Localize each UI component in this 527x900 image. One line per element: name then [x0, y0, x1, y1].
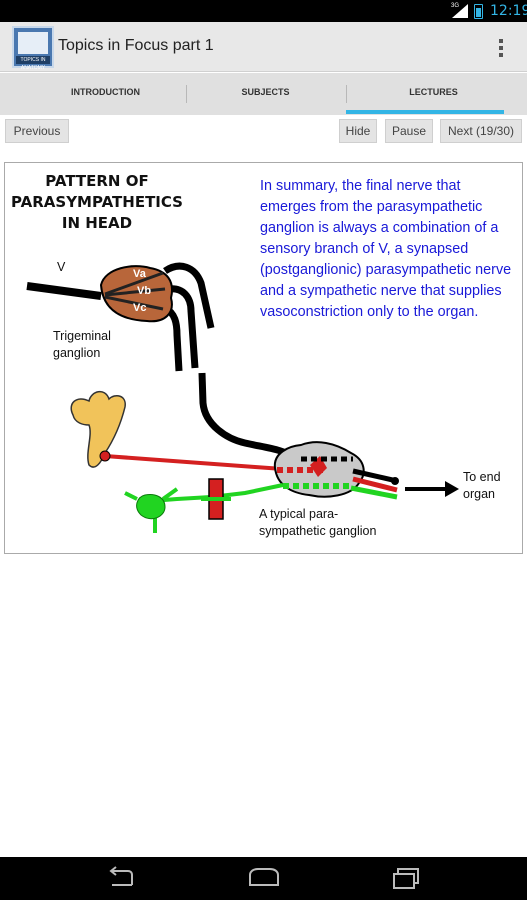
network-type: 3G	[451, 3, 460, 9]
label-va: Va	[133, 268, 146, 280]
label-end-organ: To end organ	[463, 470, 501, 501]
overflow-menu-icon[interactable]	[494, 37, 508, 59]
label-trigeminal-ganglion: Trigeminal ganglion	[53, 329, 111, 360]
tab-divider	[186, 85, 187, 103]
summary-text: In summary, the final nerve that emerges…	[260, 178, 512, 320]
app-logo-icon: TOPICS IN ANATOMY	[12, 26, 54, 71]
slide-title: PATTERN OF PARASYMPATHETICS IN HEAD	[11, 172, 183, 232]
clock: 12:19	[490, 3, 527, 19]
pause-button[interactable]: Pause	[385, 119, 433, 143]
home-icon[interactable]	[244, 865, 284, 893]
back-icon[interactable]	[102, 865, 142, 893]
label-typical-ganglion: A typical para- sympathetic ganglion	[259, 507, 377, 538]
battery-icon	[474, 4, 483, 19]
previous-button[interactable]: Previous	[5, 119, 69, 143]
next-button[interactable]: Next (19/30)	[440, 119, 522, 143]
app-title: Topics in Focus part 1	[58, 37, 214, 54]
selected-tab-indicator	[346, 110, 504, 114]
preganglionic-parasympathetic-fiber	[104, 454, 298, 472]
arrow-to-end-organ	[445, 481, 459, 497]
label-vc: Vc	[133, 302, 147, 314]
trigeminal-nerve-trunk	[26, 282, 102, 300]
app-logo-text: TOPICS IN ANATOMY	[16, 56, 50, 71]
tab-lectures[interactable]: LECTURES	[409, 87, 458, 97]
nerve-branch-vc	[163, 304, 183, 372]
sympathetic-ganglion	[136, 494, 166, 520]
tab-divider	[346, 85, 347, 103]
hide-button[interactable]: Hide	[339, 119, 377, 143]
parasympathetic-diagram	[26, 262, 459, 533]
recents-icon[interactable]	[386, 865, 426, 893]
tab-introduction[interactable]: INTRODUCTION	[71, 87, 140, 97]
brainstem-nucleus	[70, 390, 126, 468]
signal-icon	[452, 4, 468, 18]
sensory-nerve-to-ganglion	[198, 372, 300, 462]
label-v: V	[57, 260, 66, 274]
tab-bar: INTRODUCTION SUBJECTS LECTURES	[0, 73, 527, 115]
lecture-controls: Previous Hide Pause Next (19/30)	[0, 115, 527, 149]
status-bar: 3G 12:19	[0, 0, 527, 22]
action-bar: TOPICS IN ANATOMY Topics in Focus part 1	[0, 22, 527, 72]
nerve-branch-va	[163, 262, 215, 329]
tab-subjects[interactable]: SUBJECTS	[241, 87, 290, 97]
lecture-slide: PATTERN OF PARASYMPATHETICS IN HEAD In s…	[4, 162, 523, 554]
label-vb: Vb	[137, 285, 152, 297]
system-navigation-bar	[0, 857, 527, 900]
